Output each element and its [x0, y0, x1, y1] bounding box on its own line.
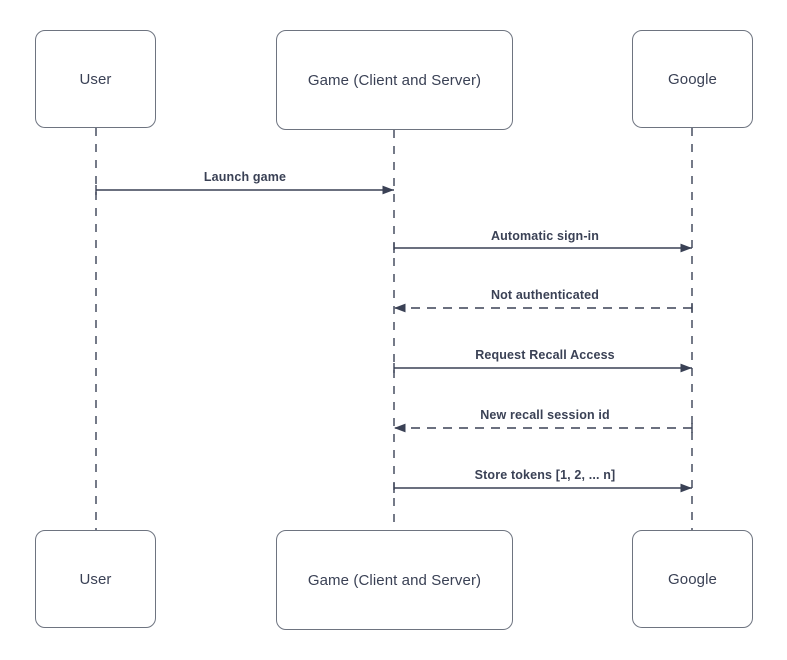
- message-label-request-recall-access: Request Recall Access: [475, 348, 615, 362]
- participant-box-game-bottom[interactable]: Game (Client and Server): [276, 530, 513, 630]
- messages-group: [95, 185, 693, 493]
- participant-label-google-top: Google: [668, 70, 717, 88]
- participant-label-user-top: User: [79, 70, 112, 88]
- participant-box-game-top[interactable]: Game (Client and Server): [276, 30, 513, 130]
- message-label-store-tokens: Store tokens [1, 2, ... n]: [474, 468, 616, 482]
- participant-box-user-bottom[interactable]: User: [35, 530, 156, 628]
- participant-label-user-bottom: User: [79, 570, 112, 588]
- participant-label-game-bottom: Game (Client and Server): [307, 571, 482, 589]
- message-label-new-recall-session-id: New recall session id: [480, 408, 610, 422]
- participant-box-user-top[interactable]: User: [35, 30, 156, 128]
- participant-label-game-top: Game (Client and Server): [307, 71, 482, 89]
- message-label-not-authenticated: Not authenticated: [490, 288, 600, 302]
- participant-label-google-bottom: Google: [668, 570, 717, 588]
- participant-box-google-bottom[interactable]: Google: [632, 530, 753, 628]
- participant-box-google-top[interactable]: Google: [632, 30, 753, 128]
- message-label-automatic-sign-in: Automatic sign-in: [490, 229, 600, 243]
- message-label-launch-game: Launch game: [203, 170, 287, 184]
